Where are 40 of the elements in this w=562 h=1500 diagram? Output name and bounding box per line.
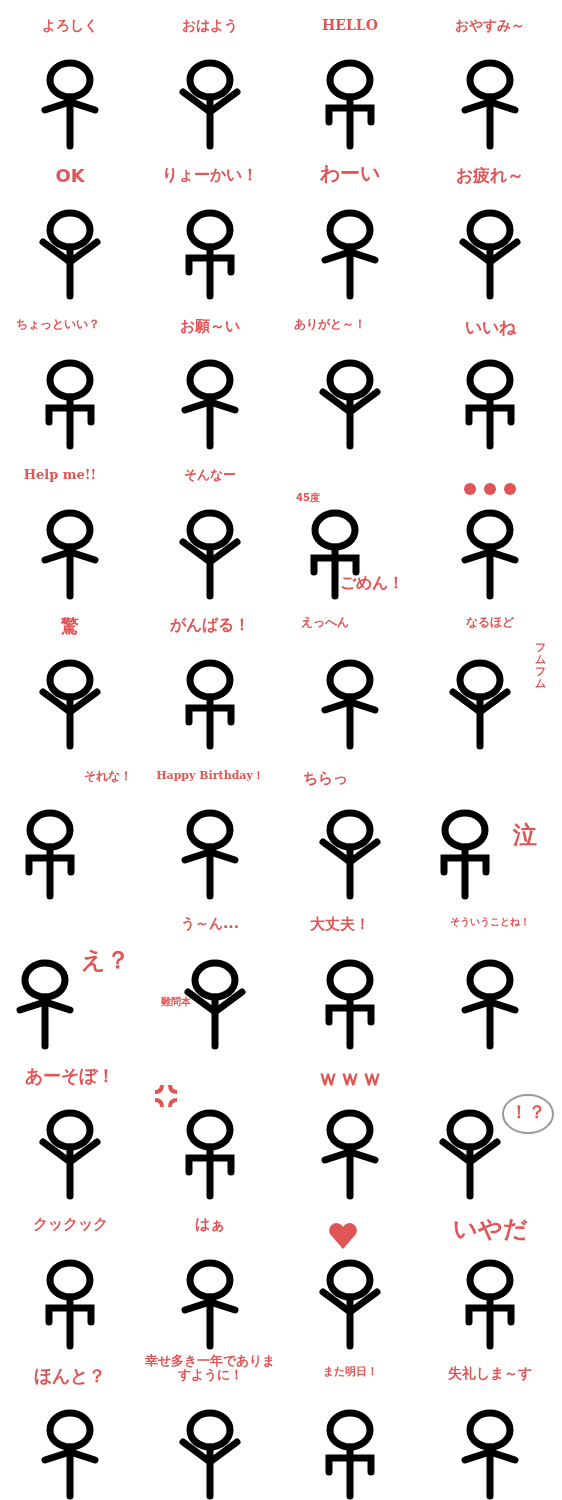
- sticker-caption: なるほど: [466, 616, 514, 630]
- sticker-caption: ！？: [510, 1102, 546, 1122]
- sticker-caption: OK: [55, 166, 85, 186]
- sticker-caption: 大丈夫！: [310, 916, 370, 933]
- sticker-caption: がんばる！: [170, 616, 250, 634]
- sticker-caption: よろしく: [42, 18, 98, 34]
- sticker-caption: また明日！: [322, 1366, 378, 1379]
- sticker-caption: それな！: [84, 770, 132, 784]
- sticker-caption: いいね: [464, 318, 516, 337]
- sticker-caption: 泣: [513, 822, 537, 849]
- sticker-caption: 45度: [296, 492, 320, 503]
- sticker-caption: そんなー: [184, 468, 236, 483]
- sticker-caption: Happy Birthday！: [156, 770, 264, 783]
- sticker-caption: りょーかい！: [162, 166, 258, 184]
- sticker-caption: おやすみ～: [455, 18, 525, 34]
- sticker-caption: ありがと～！: [294, 318, 366, 332]
- sticker-caption: ほんと？: [34, 1366, 106, 1386]
- sticker-caption: ｗｗｗ: [317, 1066, 383, 1091]
- sticker-caption: 幸せ多き一年でありますように！: [145, 1354, 275, 1383]
- sticker-caption: あーそぼ！: [25, 1066, 115, 1086]
- sticker-caption: え？: [80, 947, 130, 974]
- sticker-caption: クックック: [32, 1216, 108, 1233]
- sticker-caption: そういうことね！: [450, 916, 530, 927]
- sticker-caption: ちらっ: [302, 770, 348, 787]
- sticker-caption: HELLO: [322, 18, 378, 34]
- sticker-caption: Help me!!: [23, 468, 97, 483]
- sticker-caption: 失礼しま～す: [448, 1366, 532, 1382]
- sticker-caption: はぁ: [195, 1216, 225, 1233]
- sticker-caption: ちょっといい？: [16, 318, 100, 332]
- sticker-caption: 難問本: [161, 996, 191, 1007]
- sticker-caption: わーい: [320, 162, 380, 184]
- sticker-caption: 驚: [61, 616, 79, 636]
- sticker-caption: いやだ: [452, 1216, 528, 1243]
- sticker-caption: えっへん: [301, 616, 349, 630]
- sticker-caption: フムフム: [534, 642, 547, 691]
- sticker-caption: お願～い: [180, 318, 240, 335]
- sticker-caption: う～ん...: [181, 916, 239, 932]
- sticker-caption: お疲れ～: [456, 166, 524, 185]
- sticker-caption: ごめん！: [340, 574, 404, 592]
- sticker-caption: おはよう: [182, 18, 238, 34]
